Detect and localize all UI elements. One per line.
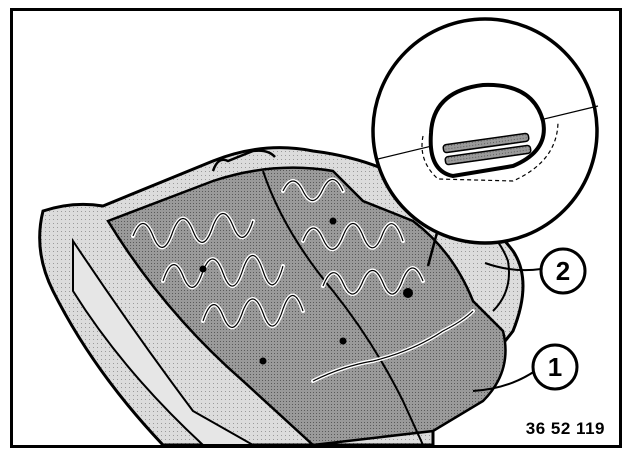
- figure-frame: 2 1 36 52 119: [10, 8, 622, 448]
- callout-1: 1: [472, 343, 579, 392]
- wire-harness: [211, 149, 276, 172]
- callout-2-label: 2: [556, 256, 570, 286]
- figure-code: 36 52 119: [525, 419, 605, 438]
- callout-1-label: 1: [548, 352, 562, 382]
- mat-center-seam: [262, 170, 424, 445]
- callout-2: 2: [484, 247, 587, 295]
- seat-side-bolster: [72, 237, 256, 445]
- seat-heating-illustration: 2 1: [38, 17, 599, 445]
- mat-attachment-points: [199, 217, 413, 365]
- detail-magnifier: [371, 17, 599, 267]
